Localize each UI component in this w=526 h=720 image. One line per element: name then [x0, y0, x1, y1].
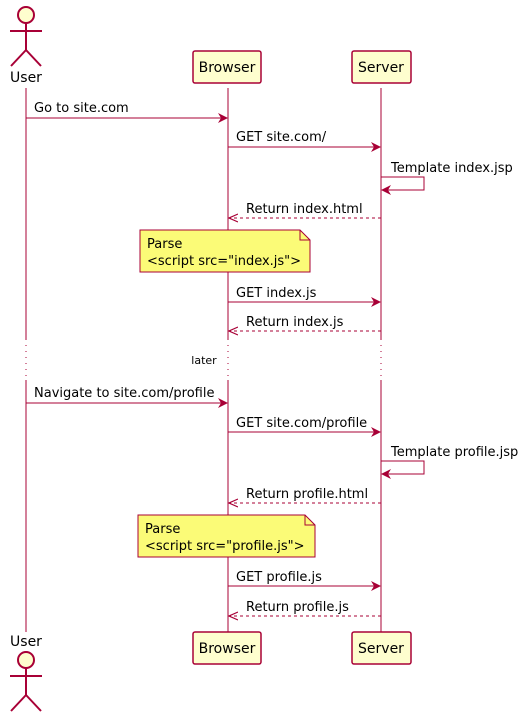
note-line-2: <script src="profile.js">	[145, 539, 305, 554]
message-8: GET site.com/profile	[228, 416, 381, 437]
message-10: Return profile.html	[229, 487, 381, 503]
browser-box-bottom: Browser	[192, 631, 262, 665]
server-box-top: Server	[351, 50, 412, 84]
server-box-bottom: Server	[351, 631, 412, 665]
message-6: Return index.js	[229, 315, 381, 331]
message-5: GET index.js	[228, 286, 381, 307]
stick-figure-icon	[10, 6, 42, 67]
message-label: GET site.com/	[236, 130, 327, 145]
message-label: Return profile.html	[246, 487, 368, 502]
message-7: Navigate to site.com/profile	[26, 386, 228, 408]
message-label: Return profile.js	[246, 600, 349, 615]
message-label: GET index.js	[236, 286, 317, 301]
message-11: GET profile.js	[228, 570, 381, 591]
message-label: GET site.com/profile	[236, 416, 367, 431]
note-line-1: Parse	[147, 237, 182, 252]
message-label: GET profile.js	[236, 570, 322, 585]
note-line-2: <script src="index.js">	[147, 254, 301, 269]
message-1: Go to site.com	[26, 101, 228, 123]
browser-box-top: Browser	[192, 50, 262, 84]
message-label: Return index.html	[246, 202, 363, 217]
server-label-bottom: Server	[358, 641, 404, 657]
server-label-top: Server	[358, 60, 404, 76]
user-label-top: User	[10, 70, 42, 86]
message-9: Template profile.jsp	[381, 445, 518, 479]
message-12: Return profile.js	[229, 600, 381, 616]
stick-figure-icon	[10, 651, 42, 712]
browser-label-top: Browser	[199, 60, 256, 76]
divider-label: later	[191, 354, 217, 367]
note-2: Parse <script src="profile.js">	[137, 514, 316, 558]
divider: later	[191, 354, 217, 367]
message-label: Return index.js	[246, 315, 344, 330]
browser-label-bottom: Browser	[199, 641, 256, 657]
message-label: Go to site.com	[34, 101, 129, 116]
user-actor-bottom: User	[10, 634, 42, 712]
message-label: Template index.jsp	[390, 161, 513, 176]
note-1: Parse <script src="index.js">	[139, 229, 311, 273]
note-line-1: Parse	[145, 522, 180, 537]
message-4: Return index.html	[229, 202, 381, 218]
message-label: Navigate to site.com/profile	[34, 386, 214, 401]
message-2: GET site.com/	[228, 130, 381, 152]
message-3: Template index.jsp	[381, 161, 513, 195]
user-actor-top: User	[10, 6, 42, 86]
message-label: Template profile.jsp	[390, 445, 518, 460]
user-label-bottom: User	[10, 634, 42, 650]
